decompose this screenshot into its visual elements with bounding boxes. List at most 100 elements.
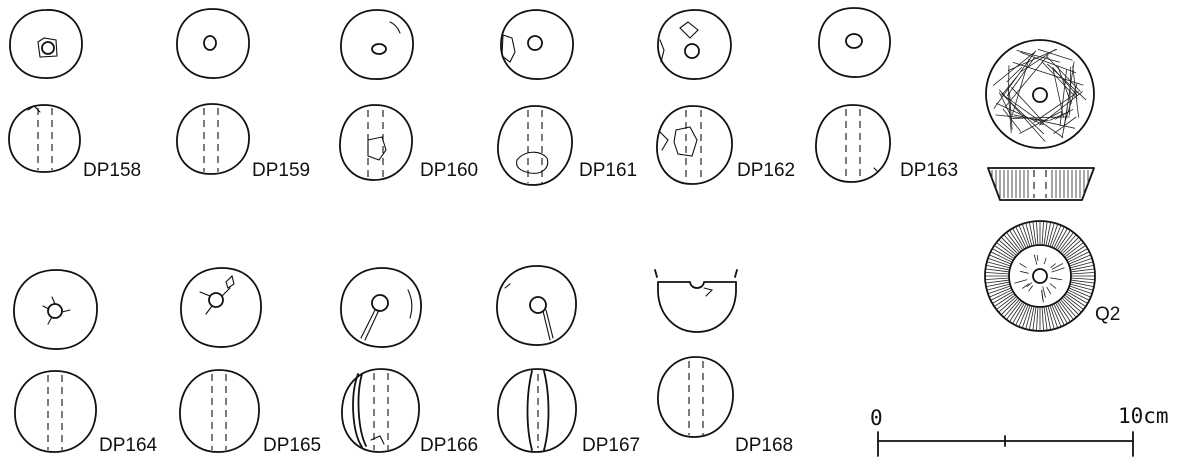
- specimen-label-dp163: DP163: [900, 160, 959, 181]
- scratch-line: [1001, 93, 1064, 138]
- dp166-side-view: [341, 368, 420, 453]
- specimen-label-dp166: DP166: [420, 435, 479, 456]
- radial-hatch-line: [1001, 298, 1018, 315]
- scratch-line: [992, 51, 1036, 86]
- radial-hatch-line: [1066, 293, 1086, 307]
- radial-hatch-line: [1070, 258, 1092, 267]
- specimen-label-dp164: DP164: [99, 435, 158, 456]
- radial-hatch-line: [1060, 235, 1076, 253]
- scratch-line: [1007, 86, 1012, 133]
- dp164-top-view: [13, 269, 98, 350]
- radial-hatch-line: [1070, 285, 1092, 294]
- scratch-line: [1019, 111, 1062, 134]
- specimen-label-dp159: DP159: [252, 160, 311, 181]
- specimen-label-dp158: DP158: [83, 160, 142, 181]
- radial-hatch-line: [1006, 232, 1021, 251]
- inner-mark-line: [1026, 282, 1033, 288]
- radial-hatch-line: [986, 277, 1009, 280]
- radial-hatch-line: [1070, 283, 1093, 291]
- radial-hatch-line: [1049, 224, 1058, 246]
- radial-hatch-line: [1047, 223, 1055, 246]
- radial-hatch-line: [1041, 222, 1044, 245]
- dp164-side-view: [14, 370, 97, 453]
- radial-hatch-line: [1055, 303, 1068, 323]
- inner-mark-line: [1049, 283, 1057, 289]
- dp162-side-view: [656, 105, 733, 185]
- radial-hatch-line: [1062, 298, 1079, 315]
- radial-hatch-line: [1067, 248, 1087, 261]
- radial-hatch-line: [1065, 295, 1084, 310]
- dp167-side-view: [497, 368, 577, 453]
- radial-hatch-line: [989, 254, 1011, 265]
- scratch-line: [995, 114, 1049, 121]
- radial-hatch-line: [1071, 281, 1094, 287]
- scratch-line: [1004, 54, 1049, 107]
- radial-hatch-line: [1025, 223, 1033, 246]
- radial-hatch-line: [1043, 222, 1048, 245]
- radial-hatch-line: [1012, 229, 1025, 249]
- scratch-line: [1054, 108, 1074, 120]
- radial-hatch-line: [1041, 307, 1044, 330]
- radial-hatch-line: [1059, 301, 1074, 320]
- radial-hatch-line: [1063, 296, 1081, 312]
- scale-end-label: 10cm: [1118, 404, 1169, 428]
- radial-hatch-line: [1022, 306, 1031, 328]
- inner-mark-line: [1046, 286, 1052, 295]
- scratch-line: [1037, 48, 1073, 61]
- scratch-line: [1006, 56, 1036, 97]
- dp168-top-view: [654, 269, 738, 333]
- radial-hatch-line: [987, 261, 1010, 269]
- radial-hatch-line: [996, 295, 1015, 310]
- radial-hatch-line: [1069, 287, 1091, 298]
- dp167-top-view: [496, 265, 577, 346]
- dp161-side-view: [497, 105, 573, 186]
- radial-hatch-line: [1004, 299, 1020, 317]
- radial-hatch-line: [1032, 307, 1037, 330]
- radial-hatch-line: [986, 272, 1009, 275]
- radial-hatch-line: [1069, 254, 1091, 265]
- radial-hatch-line: [1001, 237, 1018, 254]
- scratch-line: [1009, 116, 1070, 119]
- radial-hatch-line: [1065, 242, 1084, 257]
- scratch-line: [995, 102, 1044, 126]
- scratch-line: [1020, 51, 1077, 74]
- radial-hatch-line: [1051, 305, 1062, 327]
- radial-hatch-line: [986, 268, 1009, 273]
- dp163-side-view: [815, 104, 891, 183]
- radial-hatch-line: [1045, 222, 1051, 245]
- inner-mark-line: [1033, 254, 1038, 265]
- q2-bottom-view: [984, 220, 1096, 332]
- radial-hatch-line: [1060, 299, 1076, 317]
- radial-hatch-line: [1015, 227, 1027, 248]
- radial-hatch-line: [1068, 251, 1089, 263]
- radial-hatch-line: [1029, 307, 1035, 330]
- radial-hatch-line: [1071, 272, 1094, 275]
- scratch-line: [1008, 65, 1010, 92]
- inner-mark-line: [1020, 270, 1029, 274]
- radial-hatch-line: [986, 265, 1009, 271]
- dp158-side-view: [8, 104, 81, 173]
- inner-mark-line: [1019, 263, 1027, 269]
- radial-hatch-line: [1071, 265, 1094, 271]
- scale-start-label: 0: [870, 406, 883, 430]
- radial-hatch-line: [1071, 277, 1094, 280]
- inner-mark-line: [1043, 257, 1047, 265]
- radial-hatch-line: [1070, 261, 1093, 269]
- radial-hatch-line: [1057, 302, 1071, 322]
- radial-hatch-line: [1025, 306, 1033, 329]
- specimen-label-q2: Q2: [1095, 304, 1121, 325]
- specimen-label-dp167: DP167: [582, 435, 641, 456]
- radial-hatch-line: [1045, 307, 1051, 330]
- radial-hatch-line: [987, 283, 1010, 291]
- scratch-line: [1011, 58, 1030, 116]
- radial-hatch-line: [1032, 222, 1037, 245]
- radial-hatch-line: [988, 285, 1010, 294]
- dp158-top-view: [9, 9, 83, 79]
- radial-hatch-line: [1018, 305, 1029, 327]
- scale-bar: [877, 431, 1134, 457]
- scratch-line: [1046, 56, 1081, 92]
- radial-hatch-line: [1059, 232, 1074, 251]
- scratch-line: [998, 89, 1046, 142]
- radial-hatch-line: [1036, 222, 1039, 245]
